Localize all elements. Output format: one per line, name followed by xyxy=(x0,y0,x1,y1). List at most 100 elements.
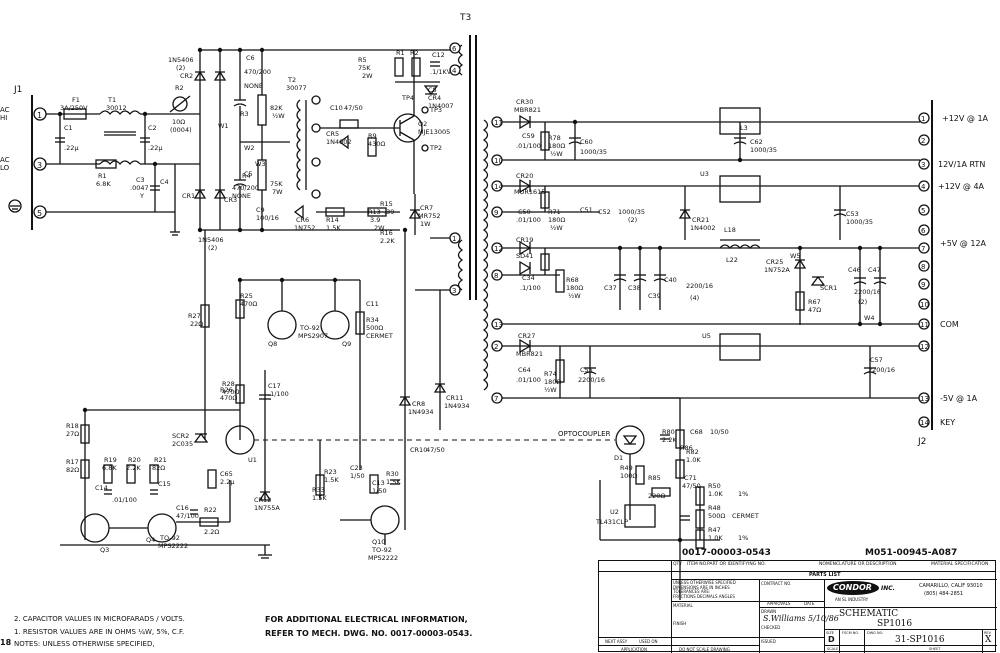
label-c55: C55 xyxy=(580,366,593,374)
label-w4: W4 xyxy=(864,314,875,322)
label-r5: R5 xyxy=(358,56,367,64)
label-cr20: CR20 xyxy=(516,172,533,180)
output-label-12v-1a: +12V @ 1A xyxy=(942,114,989,123)
label-r74-val: 180Ω xyxy=(544,378,561,386)
label-r20-val: 2.2K xyxy=(126,464,141,472)
label-c47-qty: (2) xyxy=(858,298,867,306)
label-r33: R33 xyxy=(312,486,325,494)
label-cr8: CR8 xyxy=(412,400,425,408)
label-cr7: CR7 xyxy=(420,204,433,212)
label-r17-val: 82Ω xyxy=(66,466,79,474)
t3-pin-6: 6 xyxy=(452,45,457,53)
label-l3: L3 xyxy=(740,124,748,132)
label-r80: R80 xyxy=(662,428,675,436)
label-c62-val: 1000/35 xyxy=(750,146,777,154)
label-cr4: CR4 xyxy=(428,94,441,102)
label-r16: R16 xyxy=(380,229,393,237)
label-c50: C50 xyxy=(518,208,531,216)
label-r71: R71 xyxy=(548,208,561,216)
primary-switch-section xyxy=(293,50,440,235)
label-c5: C5 xyxy=(244,170,253,178)
label-r78-watt: ½W xyxy=(550,150,563,158)
label-r48-val: 500Ω xyxy=(708,512,725,520)
t3-pin-11: 11 xyxy=(494,119,503,127)
label-c71: C71 xyxy=(684,474,697,482)
label-cr6: CR6 xyxy=(296,216,309,224)
label-cr4-pn: 1N4007 xyxy=(428,102,454,110)
label-cr12-pn: 1N755A xyxy=(254,504,280,512)
label-scr2-pn: 2C035 xyxy=(172,440,193,448)
label-r3: R3 xyxy=(240,110,249,118)
label-f1: F1 xyxy=(72,96,80,104)
label-c15-val: .01/100 xyxy=(112,496,137,504)
label-c5-none: NONE xyxy=(232,192,251,200)
label-r68: R68 xyxy=(566,276,579,284)
label-c52-qty: (2) xyxy=(628,216,637,224)
tb-do-not-scale: DO NOT SCALE DRAWING xyxy=(679,647,730,652)
label-c6-val: 470/200 xyxy=(244,68,271,76)
label-q10-pkg: TO-92 xyxy=(371,546,392,554)
j2-pin-8: 8 xyxy=(921,263,925,271)
label-r3-val: 82K xyxy=(270,104,283,112)
label-u1: U1 xyxy=(248,456,257,464)
label-r85: R85 xyxy=(648,474,661,482)
label-r68-val: 180Ω xyxy=(566,284,583,292)
j2-pin-5: 5 xyxy=(921,207,925,215)
label-c4: C4 xyxy=(160,178,169,186)
label-r67: R67 xyxy=(808,298,821,306)
output-label-12v-rtn: 12V/1A RTN xyxy=(938,160,985,169)
regulator-u6 xyxy=(719,107,761,135)
label-cr7-pn: MR752 xyxy=(418,212,441,220)
j2-label: J2 xyxy=(917,437,926,447)
output-label-com: COM xyxy=(940,320,959,329)
label-c71-val: 47/50 xyxy=(682,482,701,490)
tb-tol-line-0: UNLESS OTHERWISE SPECIFIED xyxy=(673,580,736,585)
label-q10-pn: MPS2222 xyxy=(368,554,398,562)
ac-lo-label-2: LO xyxy=(0,164,10,172)
label-r18: R18 xyxy=(66,422,79,430)
label-l18: L18 xyxy=(724,226,736,234)
label-r23: R23 xyxy=(324,468,337,476)
label-c39: C39 xyxy=(648,292,661,300)
j1-pin-1: 1 xyxy=(37,111,42,120)
j2-pin-3: 3 xyxy=(921,161,925,169)
company-address: CAMARILLO, CALIF 93010 xyxy=(919,583,983,589)
label-u2: U2 xyxy=(610,508,619,516)
tb-title-line1: SCHEMATIC xyxy=(839,609,899,619)
j2-pin-1: 1 xyxy=(921,115,925,123)
tb-approvals: APPROVALS xyxy=(767,601,791,606)
note-1: 1. RESISTOR VALUES ARE IN OHMS ¼W, 5%, C… xyxy=(14,628,185,636)
tb-drawn: DRAWN xyxy=(761,609,777,614)
ac-lo-label-1: AC xyxy=(0,156,10,164)
label-cr30: CR30 xyxy=(516,98,533,106)
tb-rev-label: REV xyxy=(984,631,992,635)
label-c9: C9 xyxy=(256,206,265,214)
label-c17: C17 xyxy=(268,382,281,390)
label-r71-watt: ½W xyxy=(550,224,563,232)
label-r74-watt: ½W xyxy=(544,386,557,394)
label-c11: C11 xyxy=(366,300,379,308)
label-r1: R1 xyxy=(98,172,107,180)
company-sub: AN SL INDUSTRY xyxy=(835,597,869,602)
label-r28-val: 470Ω xyxy=(222,388,239,396)
tb-drawn-by: S.Williams 5/10/86 xyxy=(763,614,839,623)
label-r34-val: 500Ω xyxy=(366,324,383,332)
j2-pin-9: 9 xyxy=(921,281,925,289)
choke-t1 xyxy=(99,110,141,166)
label-r71-val: 180Ω xyxy=(548,216,565,224)
label-c68-val: 10/50 xyxy=(710,428,729,436)
ac-hi-label-1: AC xyxy=(0,106,10,114)
label-c16: C16 xyxy=(176,504,189,512)
label-cr12: CR12 xyxy=(254,496,271,504)
tb-rev: X xyxy=(985,635,992,645)
label-cr10: CR10 xyxy=(410,446,427,454)
label-c51: C51 xyxy=(580,206,593,214)
label-c38: C38 xyxy=(628,284,641,292)
label-r34: R34 xyxy=(366,316,379,324)
label-r2-snub: R2 xyxy=(410,49,419,57)
label-c65-val: 2.2µ xyxy=(220,478,234,486)
label-cr6-pn: 1N752 xyxy=(294,224,315,232)
label-c37: C37 xyxy=(604,284,617,292)
component-labels: F1 3A/250V T1 30012 C1 .22µ C2 .22µ R1 6… xyxy=(60,49,895,562)
